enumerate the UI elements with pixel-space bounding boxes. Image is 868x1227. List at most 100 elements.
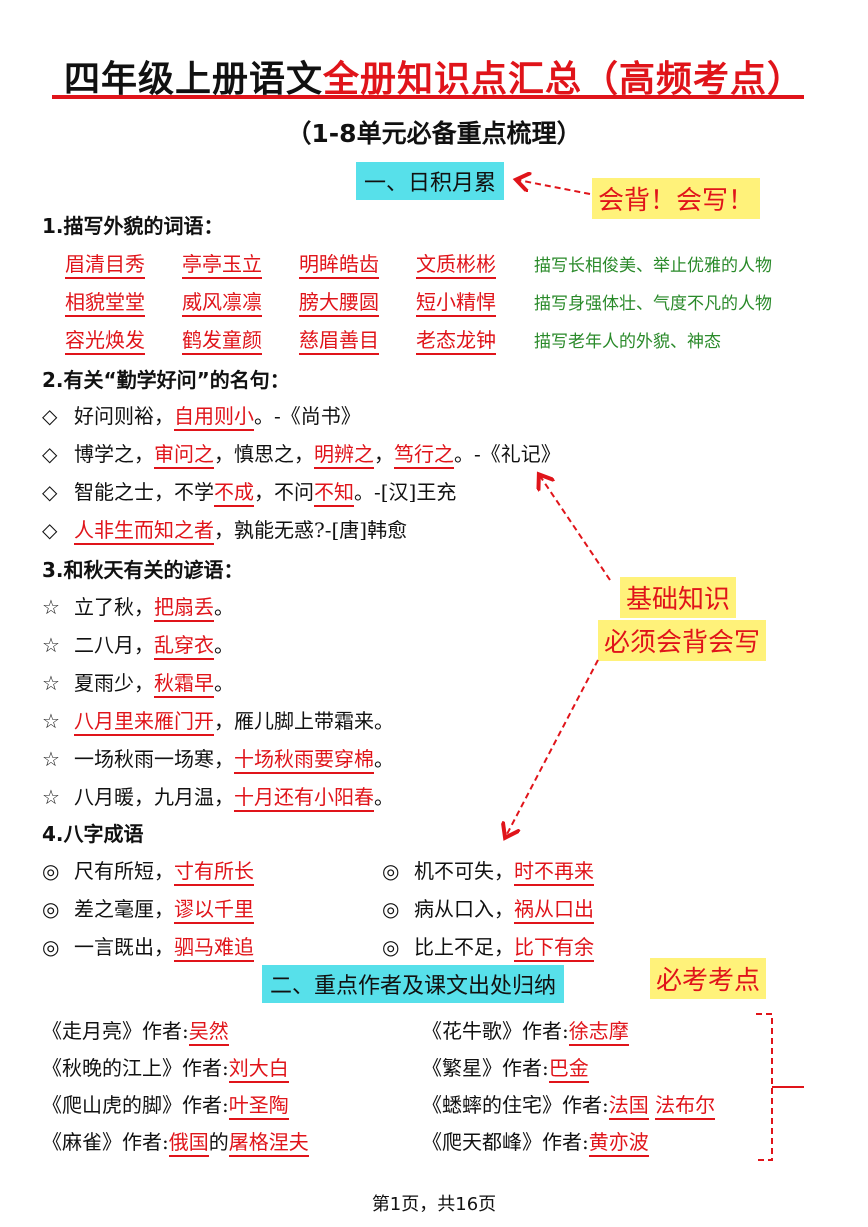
text: 夏雨少， [74, 671, 154, 695]
idiom-item: ◎机不可失，时不再来 [382, 855, 594, 886]
proverb-line: ☆立了秋，把扇丢。 [42, 591, 234, 622]
word: 文质彬彬 [416, 252, 496, 279]
word: 鹤发童颜 [182, 328, 262, 355]
text: 。 [374, 747, 394, 771]
proverb-line: ☆夏雨少，秋霜早。 [42, 667, 234, 698]
word-cell: 威风凛凛 [182, 286, 262, 317]
answer: 比下有余 [514, 935, 594, 962]
text: ，慎思之， [214, 442, 314, 466]
page-title: 四年级上册语文全册知识点汇总（高频考点） [0, 50, 868, 102]
author-country: 法国 [608, 1093, 649, 1120]
word-note: 描写长相俊美、举止优雅的人物 [534, 256, 772, 276]
word-cell: 亭亭玉立 [182, 248, 262, 279]
work-title: 《蟋蟀的住宅》作者: [422, 1093, 609, 1117]
word: 亭亭玉立 [182, 252, 262, 279]
text: 八月暖，九月温， [74, 785, 234, 809]
text: 二八月， [74, 633, 154, 657]
author-name: 巴金 [548, 1056, 589, 1083]
word: 眉清目秀 [65, 252, 145, 279]
text: ， [374, 442, 394, 466]
idiom-item: ◎差之毫厘，谬以千里 [42, 893, 254, 924]
author-name: 刘大白 [228, 1056, 289, 1083]
word-cell: 短小精悍 [416, 286, 496, 317]
text: 的 [208, 1130, 229, 1154]
proverb-line: ☆二八月，乱穿衣。 [42, 629, 234, 660]
circle-icon: ◎ [42, 935, 60, 959]
word-note: 描写老年人的外貌、神态 [534, 332, 721, 352]
answer: 寸有所长 [174, 859, 254, 886]
word-cell: 容光焕发 [65, 324, 145, 355]
answer: 十月还有小阳春 [234, 785, 374, 812]
author-name: 黄亦波 [588, 1130, 649, 1157]
subtitle: （1-8单元必备重点梳理） [286, 119, 582, 148]
text: 一场秋雨一场寒， [74, 747, 234, 771]
word-cell: 鹤发童颜 [182, 324, 262, 355]
work-title: 《繁星》作者: [422, 1056, 549, 1080]
word-note: 描写身强体壮、气度不凡的人物 [534, 294, 772, 314]
quote-line: ◇ 人非生而知之者，孰能无惑?-[唐]韩愈 [42, 514, 408, 545]
arrow-up-to-quotes [540, 476, 611, 581]
author-item: 《繁星》作者:巴金 [422, 1052, 589, 1083]
proverb-line: ☆八月暖，九月温，十月还有小阳春。 [42, 781, 394, 812]
star-icon: ☆ [42, 595, 60, 619]
circle-icon: ◎ [382, 859, 400, 883]
arrow-down-to-idioms [506, 659, 599, 836]
part3-heading: 3.和秋天有关的谚语： [42, 558, 244, 582]
text: 。 [214, 595, 234, 619]
author-name: 叶圣陶 [228, 1093, 289, 1120]
title-red: 全册知识点汇总（高频考点） [323, 59, 805, 100]
author-name: 屠格涅夫 [228, 1130, 309, 1157]
word: 慈眉善目 [299, 328, 379, 355]
answer: 不知 [314, 480, 354, 507]
word-cell: 膀大腰圆 [299, 286, 379, 317]
answer: 明辨之 [314, 442, 374, 469]
answer: 人非生而知之者 [74, 518, 214, 545]
answer: 十场秋雨要穿棉 [234, 747, 374, 774]
answer: 驷马难追 [174, 935, 254, 962]
answer: 谬以千里 [174, 897, 254, 924]
answer: 八月里来雁门开 [74, 709, 214, 736]
text: 差之毫厘， [74, 897, 174, 921]
word-row-1: 眉清目秀 [65, 248, 145, 279]
diamond-icon: ◇ [42, 404, 58, 428]
text: 尺有所短， [74, 859, 174, 883]
text: 病从口入， [414, 897, 514, 921]
word-cell: 慈眉善目 [299, 324, 379, 355]
section2-heading: 二、重点作者及课文出处归纳 [262, 965, 565, 1003]
text: 立了秋， [74, 595, 154, 619]
word: 相貌堂堂 [65, 290, 145, 317]
work-title: 《花牛歌》作者: [422, 1019, 569, 1043]
diamond-icon: ◇ [42, 518, 58, 542]
circle-icon: ◎ [382, 897, 400, 921]
author-country: 俄国 [168, 1130, 209, 1157]
word-cell: 老态龙钟 [416, 324, 496, 355]
text: 博学之， [74, 442, 154, 466]
word: 容光焕发 [65, 328, 145, 355]
answer: 自用则小 [174, 404, 254, 431]
answer: 审问之 [154, 442, 214, 469]
sticker-must-memorize: 必须会背会写 [598, 620, 767, 661]
star-icon: ☆ [42, 671, 60, 695]
authors-bracket [756, 1013, 773, 1161]
work-title: 《秋晚的江上》作者: [42, 1056, 229, 1080]
author-name: 吴然 [188, 1019, 229, 1046]
text: 智能之士，不学 [74, 480, 214, 504]
quote-line: ◇ 好问则裕，自用则小。-《尚书》 [42, 400, 361, 431]
author-item: 《爬天都峰》作者:黄亦波 [422, 1126, 649, 1157]
author-name: 法布尔 [655, 1093, 716, 1120]
word: 老态龙钟 [416, 328, 496, 355]
text: 。-《尚书》 [254, 404, 361, 428]
arrow-to-section1 [518, 180, 591, 195]
text: ，雁儿脚上带霜来。 [214, 709, 394, 733]
author-item: 《麻雀》作者:俄国的屠格涅夫 [42, 1126, 309, 1157]
answer: 笃行之 [394, 442, 454, 469]
text: ，不问 [254, 480, 314, 504]
diamond-icon: ◇ [42, 480, 58, 504]
answer: 时不再来 [514, 859, 594, 886]
sticker-memorize: 会背！会写！ [592, 178, 761, 219]
work-title: 《爬山虎的脚》作者: [42, 1093, 229, 1117]
text: 好问则裕， [74, 404, 174, 428]
work-title: 《爬天都峰》作者: [422, 1130, 589, 1154]
text: ，孰能无惑?-[唐]韩愈 [214, 518, 408, 542]
idiom-item: ◎一言既出，驷马难追 [42, 931, 254, 962]
